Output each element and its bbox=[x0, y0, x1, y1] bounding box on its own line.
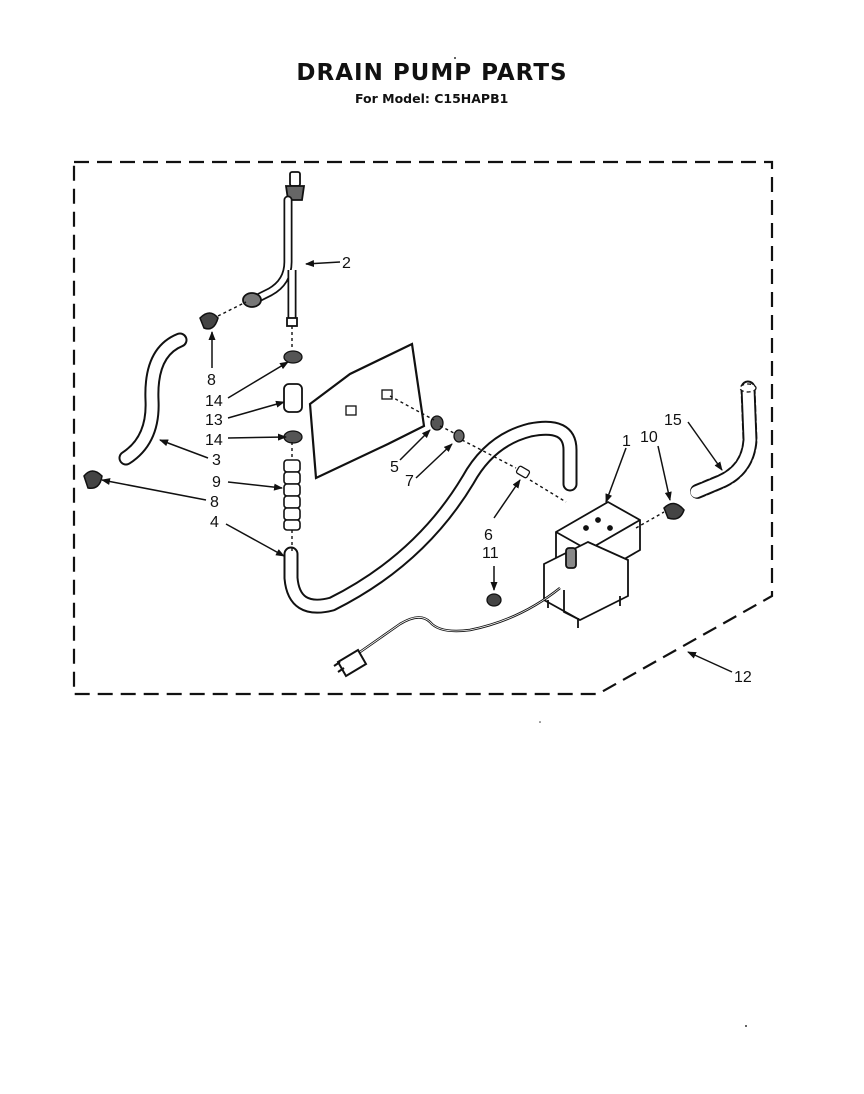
callout-2: 2 bbox=[342, 255, 351, 272]
callout-5: 5 bbox=[390, 459, 399, 476]
kit-boundary bbox=[72, 160, 774, 696]
outlet-clamp bbox=[663, 502, 685, 520]
scan-speck bbox=[539, 721, 541, 723]
callout-9: 9 bbox=[212, 474, 221, 491]
callout-1: 1 bbox=[622, 433, 631, 450]
callout-8-lower: 8 bbox=[210, 494, 219, 511]
long-hose-part bbox=[283, 420, 578, 614]
barbed-connector-part bbox=[283, 459, 301, 531]
spacer-part bbox=[283, 383, 303, 413]
callout-13: 13 bbox=[205, 412, 223, 429]
callout-arrows bbox=[101, 260, 733, 673]
scan-speck bbox=[745, 1025, 747, 1027]
leader-lines bbox=[217, 301, 665, 552]
drain-pump-assembly bbox=[543, 500, 641, 628]
diagram-title: DRAIN PUMP PARTS bbox=[296, 60, 568, 86]
hose-clamp-left bbox=[83, 470, 103, 489]
washer-lower bbox=[283, 430, 303, 444]
callout-10: 10 bbox=[640, 429, 658, 446]
callout-7: 7 bbox=[405, 473, 414, 490]
callout-3: 3 bbox=[212, 452, 221, 469]
power-cord bbox=[359, 587, 561, 654]
callout-6: 6 bbox=[484, 527, 493, 544]
callout-4: 4 bbox=[210, 514, 219, 531]
grommet-part bbox=[486, 593, 502, 607]
hose-clamp-upper bbox=[199, 312, 219, 330]
scan-speck bbox=[454, 57, 456, 59]
callout-12: 12 bbox=[734, 669, 752, 686]
callout-14-upper: 14 bbox=[205, 393, 223, 410]
callout-15: 15 bbox=[664, 412, 682, 429]
drain-tube-part bbox=[242, 171, 306, 327]
nipple-fitting-part bbox=[515, 465, 531, 479]
washer-upper bbox=[283, 350, 303, 364]
lock-washer-part bbox=[453, 429, 465, 443]
plug-icon bbox=[333, 648, 368, 678]
callout-11: 11 bbox=[482, 545, 499, 562]
mounting-gasket bbox=[308, 342, 426, 480]
callout-14-lower: 14 bbox=[205, 432, 223, 449]
outlet-hose-part bbox=[688, 380, 758, 500]
curved-hose-part bbox=[118, 332, 188, 466]
callout-8-upper: 8 bbox=[207, 372, 216, 389]
screw-part bbox=[430, 415, 444, 431]
model-subtitle: For Model: C15HAPB1 bbox=[355, 91, 509, 106]
